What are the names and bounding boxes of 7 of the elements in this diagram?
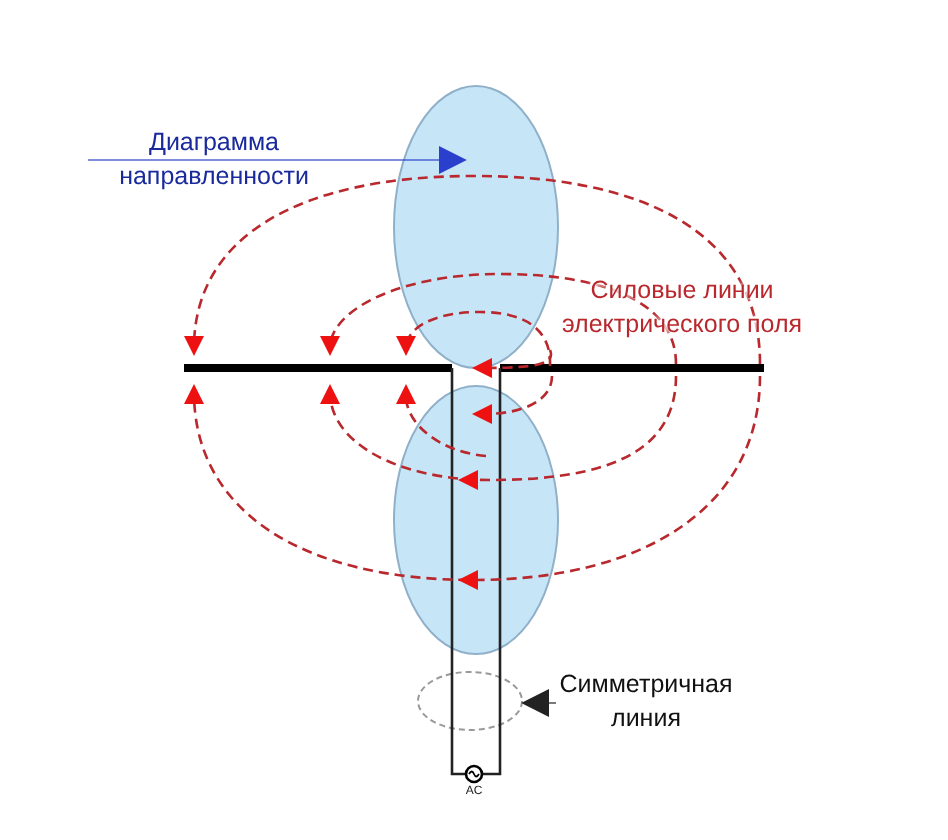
leader-arrow: [87, 146, 467, 174]
leader-arrow: [521, 689, 557, 717]
text-label: Симметричная линия: [556, 668, 736, 736]
radiation-lobe: [392, 384, 560, 656]
radiation-lobe: [392, 84, 560, 370]
text-label: Диаграмма направленности: [88, 124, 340, 196]
dashed-ellipse: [416, 670, 524, 732]
